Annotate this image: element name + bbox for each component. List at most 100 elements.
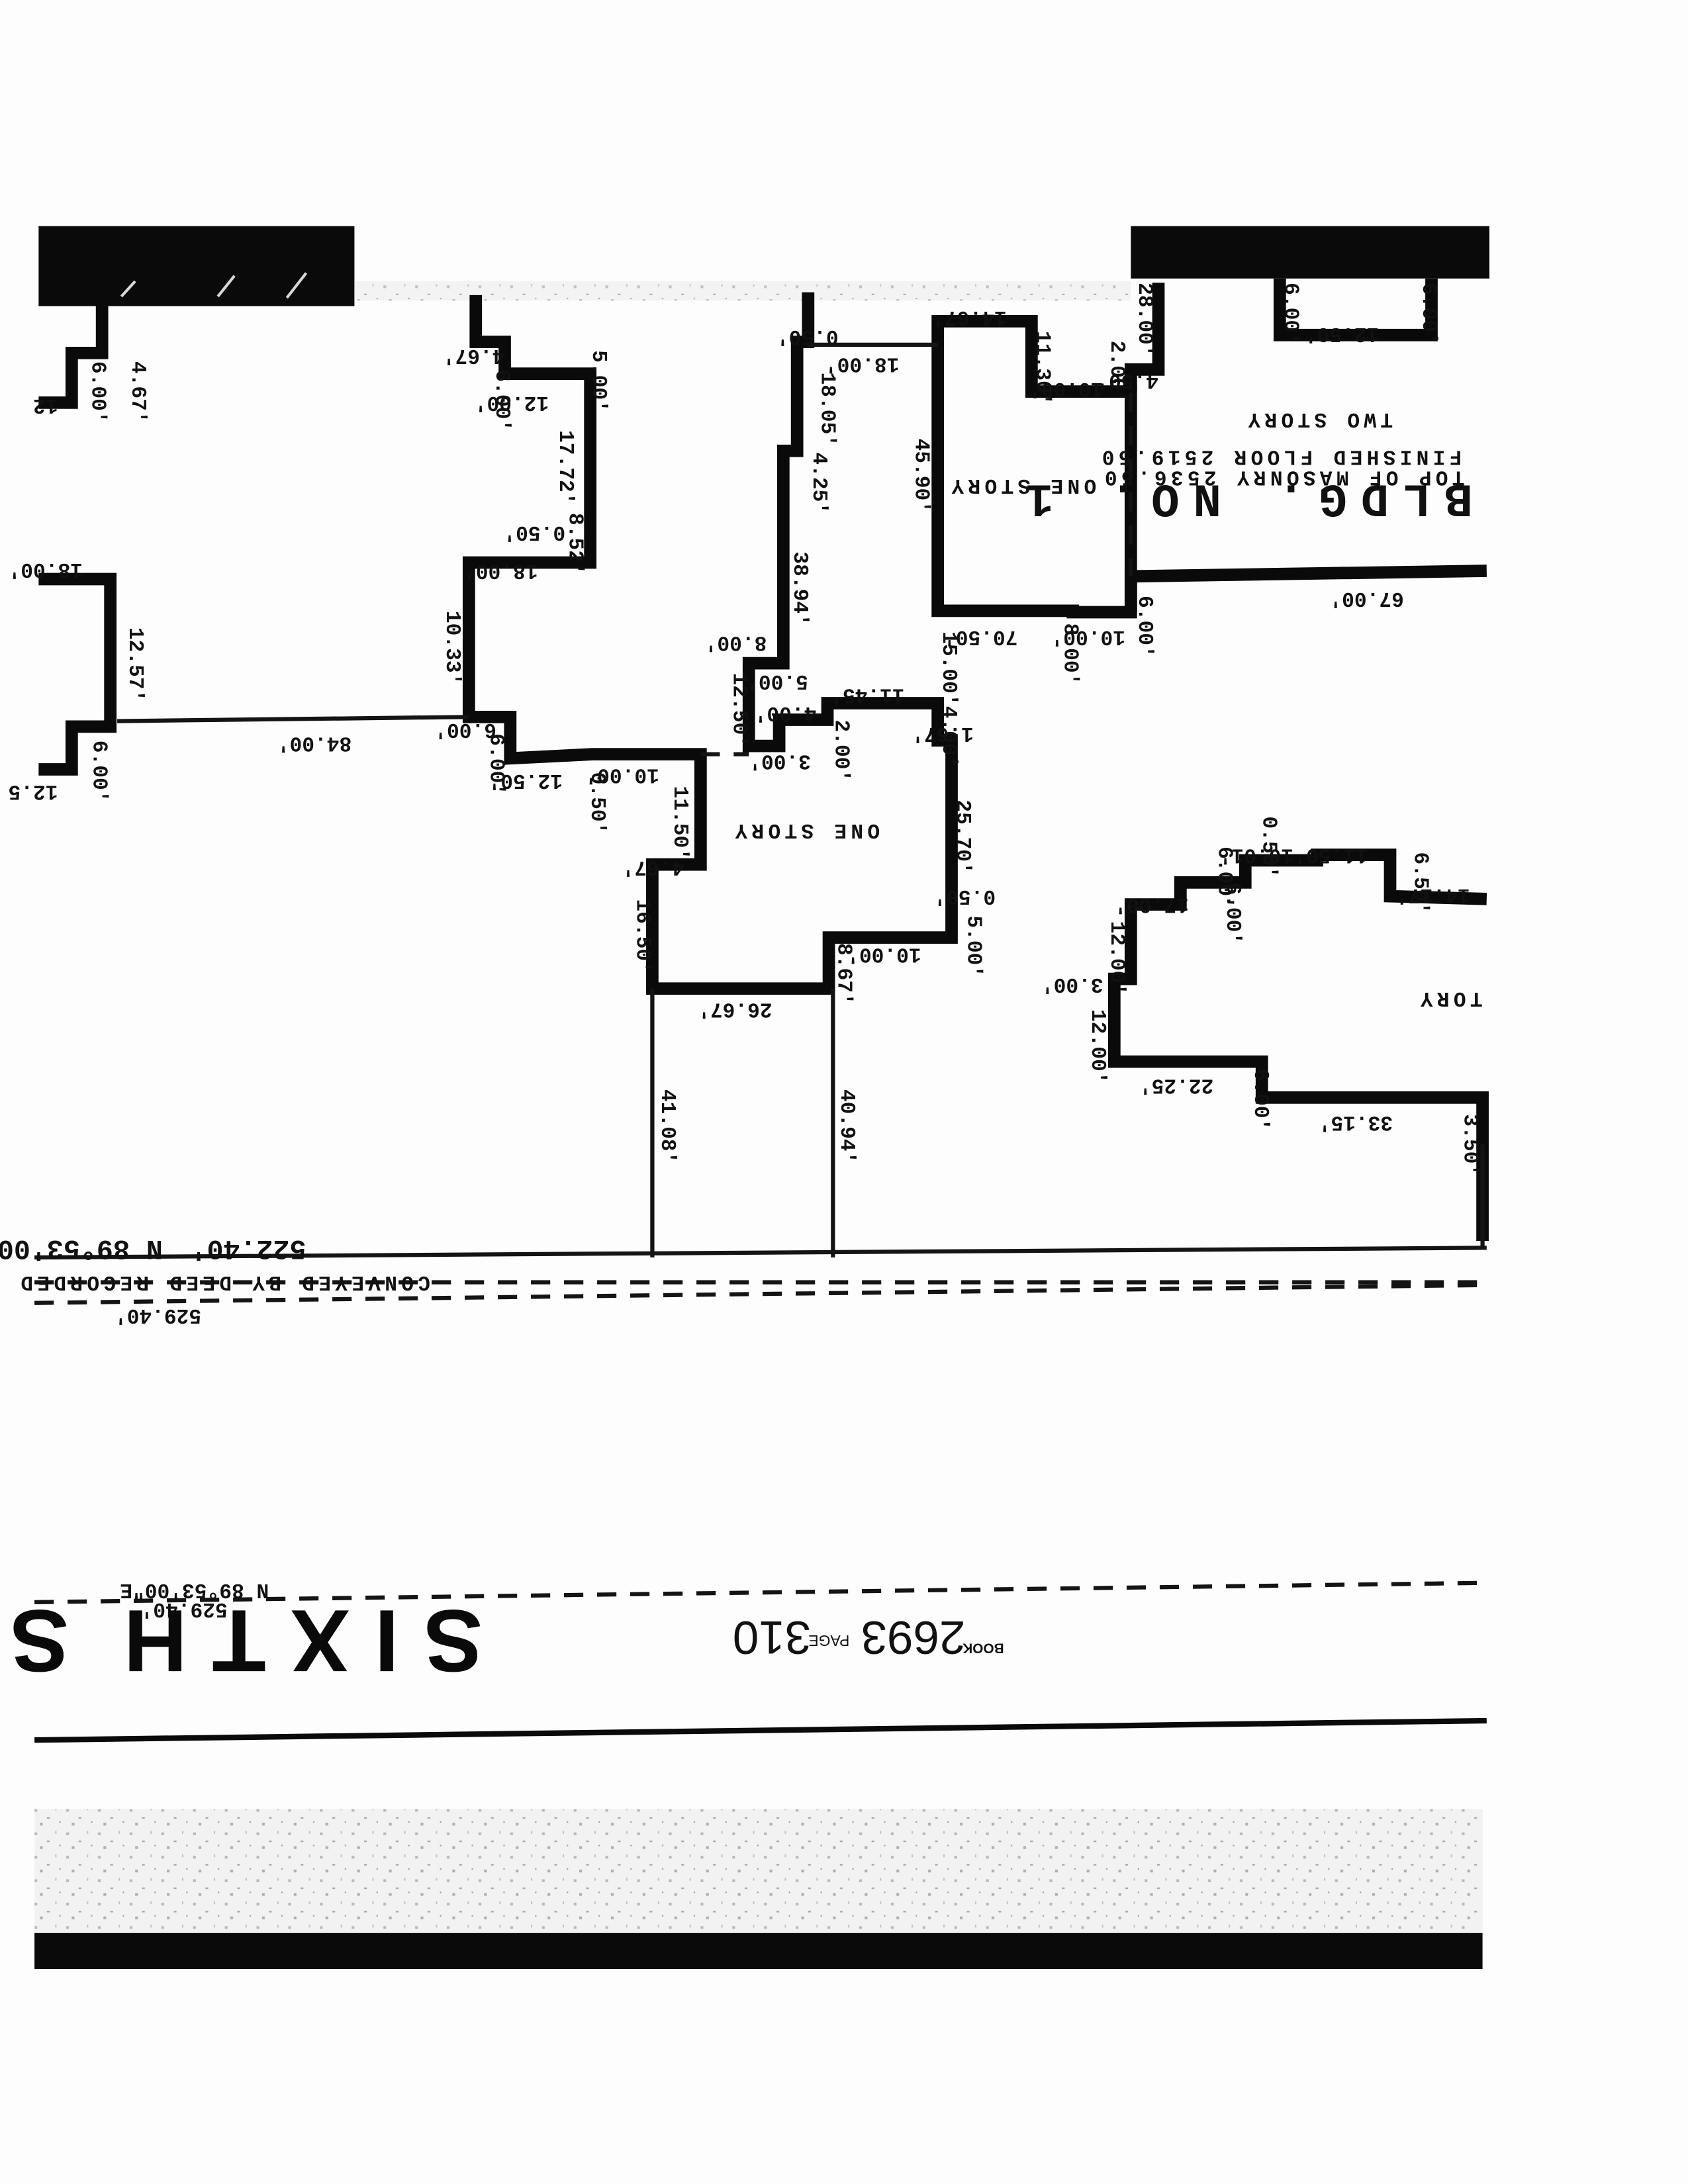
scratch-mark: [120, 272, 308, 299]
book-page-reference: BOOK 2693 PAGE 310: [733, 1611, 1004, 1663]
dim-label: 6.00': [1279, 283, 1302, 345]
dim-label: 4.67': [622, 855, 684, 878]
dim-label: 11.45': [830, 683, 904, 706]
dim-label: 0.50': [1256, 816, 1280, 878]
dim-label: 33.15': [1319, 1111, 1393, 1134]
dim-label: 12.57': [123, 627, 146, 702]
dim-label: 12.50': [727, 673, 750, 747]
dim-label: 4.00': [937, 706, 960, 768]
dim-label: 8.00': [1058, 623, 1081, 686]
dim-label: 26.67': [698, 997, 772, 1021]
dim-label: 12: [33, 393, 58, 416]
dim-label: 3.00': [749, 749, 811, 772]
building-wall-center-left: [462, 292, 958, 995]
building-wall-upper-right: [1273, 278, 1438, 341]
dim-label: 10.00': [585, 763, 659, 786]
property-line-upper: [34, 1246, 1487, 1260]
thin-line-d: [117, 715, 469, 723]
dim-label: 6.00': [485, 733, 508, 796]
dim-label: 0.50': [776, 324, 839, 347]
dim-label: 28.00': [1133, 283, 1156, 357]
scan-grey-band-bottom: [34, 1809, 1483, 1940]
dim-label: 8.00': [705, 631, 767, 654]
building-wall-lower-right: [1107, 848, 1489, 1242]
distance-upper: 522.40': [191, 1232, 306, 1264]
dim-label: 12.50': [1305, 322, 1379, 345]
dim-label: 6.00': [1417, 283, 1440, 345]
dim-label: 10.00': [847, 942, 921, 965]
dim-label: 18.00': [825, 352, 899, 375]
bldg-stories: TWO STORY: [1244, 407, 1393, 430]
dim-label: 0.50': [933, 884, 996, 907]
dim-label: 18.05': [816, 373, 839, 447]
dim-label: 6.00': [1221, 882, 1244, 944]
dim-label: 14.67': [932, 305, 1006, 328]
dim-label: 12.50': [489, 768, 563, 792]
dim-label: 6.00': [86, 361, 109, 424]
dim-label: 45.90': [909, 439, 932, 513]
labels-group: BLDG. NO. 1 FINISHED FLOOR 2519.50 TOP O…: [0, 283, 1483, 1690]
black-edge-top-right: [1131, 226, 1489, 279]
book-number: 2693: [861, 1611, 966, 1663]
dim-label: 4.00': [755, 701, 817, 724]
dim-label: 18.00': [9, 557, 83, 580]
dim-label: 10.00': [1051, 625, 1125, 648]
dim-label: 22.25': [1139, 1073, 1213, 1096]
dim-label: 6.00': [434, 717, 496, 741]
dim-label: 5.00': [746, 669, 808, 692]
story-label-1: ONE STORY: [947, 473, 1096, 496]
dim-label: 67.00': [1329, 586, 1403, 610]
dim-label: 12.00': [475, 390, 549, 414]
dim-label: 10.01': [1219, 842, 1293, 866]
dim-label: 6.00': [490, 369, 513, 432]
dim-label: 16.50': [631, 899, 654, 973]
street-edge-lower: [34, 1717, 1487, 1743]
dim-label: 11.50': [1293, 842, 1368, 866]
dim-label: 38.94': [788, 551, 811, 625]
book-prefix: BOOK: [962, 1640, 1004, 1655]
dim-label: 10.33': [440, 611, 463, 685]
street-name: SIXTH: [99, 1591, 483, 1690]
dim-label: 6.00': [1248, 1069, 1272, 1131]
dim-label: 0.50': [585, 772, 608, 835]
street-line-2: [34, 1283, 1487, 1305]
dim-label: 8.52': [563, 513, 586, 575]
dim-label: 6.00': [87, 741, 111, 803]
street-edge-letter: S: [0, 1591, 69, 1690]
distance-lower: 529.40': [141, 1597, 228, 1620]
dim-label: 3.00': [1041, 972, 1103, 995]
dim-label: 0.50': [503, 520, 565, 543]
street-centerline: [34, 1580, 1487, 1604]
dim-label: 41.08': [655, 1089, 679, 1163]
dim-label: 5.00': [962, 915, 985, 978]
dim-label: 11.50': [668, 786, 691, 860]
building-wall-far-left-top: [38, 306, 109, 409]
dim-label: 84.00': [277, 731, 352, 754]
story-label-3: TORY: [1417, 986, 1483, 1009]
dim-label: 12.5: [9, 780, 58, 803]
dim-label: 6.50': [1409, 852, 1432, 915]
bearing-upper: N 89°53'00"E: [0, 1232, 163, 1264]
dim-label: 3.50': [1458, 1114, 1481, 1176]
dim-label: 2.00': [1105, 341, 1128, 403]
dim-label: 12.00': [1105, 921, 1128, 995]
black-edge-bottom: [34, 1933, 1483, 1969]
dim-label: 8.67': [832, 943, 855, 1005]
bldg-title: BLDG. NO. 1: [1011, 471, 1473, 523]
building-wall-far-left-mid: [38, 572, 117, 776]
dim-label: 15.00': [937, 631, 960, 705]
page-number: 310: [733, 1611, 811, 1663]
dim-label: 70.50': [943, 625, 1017, 648]
building-wall-notch: [1124, 283, 1165, 392]
dim-label: 4.25': [807, 452, 830, 514]
dim-label: 11.30': [1031, 331, 1054, 405]
dim-label: 4.67': [443, 343, 505, 367]
dim-label: 6.00': [1133, 596, 1156, 658]
distance-upper-right: 529.40': [115, 1303, 201, 1326]
dim-label: 17.00': [1114, 892, 1188, 915]
dim-label: 14.17': [1395, 883, 1470, 906]
dim-label: 18.00': [463, 559, 538, 582]
dim-label: 6.00': [1213, 846, 1236, 909]
